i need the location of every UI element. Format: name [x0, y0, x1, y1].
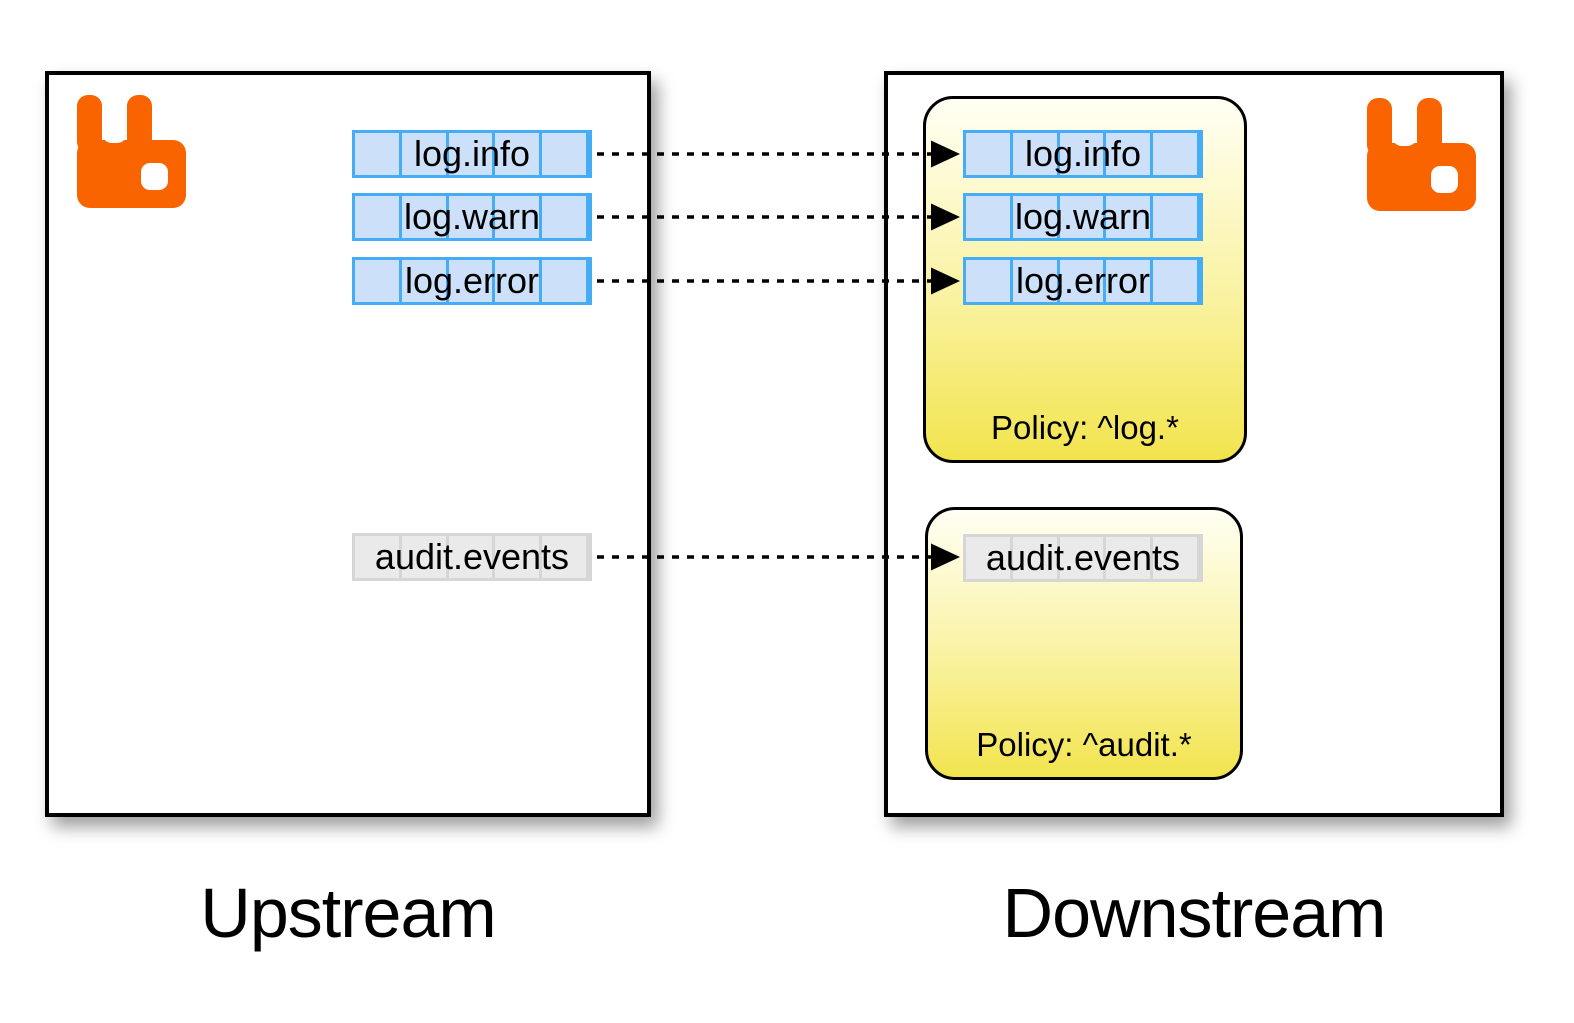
upstream-queue-log-info: log.info [352, 130, 592, 178]
queue-cell [402, 536, 449, 578]
queue-cell [542, 536, 589, 578]
queue-cell [1013, 537, 1060, 579]
policy-label: Policy: ^log.* [991, 408, 1179, 446]
queue-cell [495, 260, 543, 302]
queue-cell [966, 537, 1013, 579]
queue-cell [449, 196, 496, 238]
upstream-queue-audit-events: audit.events [352, 533, 592, 581]
queue-cell [966, 196, 1013, 238]
queue-cell [966, 260, 1013, 302]
queue-cell [1013, 133, 1060, 175]
queue-cell [449, 260, 496, 302]
queue-cell [1153, 537, 1200, 579]
broker-label-upstream: Upstream [200, 874, 496, 952]
queue-cell [1060, 196, 1107, 238]
queue-cell [1106, 133, 1154, 175]
queue-cell [355, 133, 402, 175]
broker-label-downstream: Downstream [1002, 874, 1387, 952]
queue-cell [1060, 133, 1107, 175]
queue-cell [1013, 260, 1060, 302]
rabbitmq-logo-icon [1367, 98, 1476, 211]
queue-cell [355, 260, 402, 302]
queue-cell [966, 133, 1013, 175]
queue-name-label: log.warn [403, 196, 541, 237]
downstream-broker-box: log.info log.warn log.error Policy: ^log… [884, 71, 1504, 817]
policy-label: Policy: ^audit.* [976, 725, 1192, 763]
downstream-queue-log-warn: log.warn [963, 193, 1203, 241]
queue-cell [1106, 537, 1154, 579]
upstream-broker-box: log.info log.warn log.error audit.events [45, 71, 651, 817]
queue-name-label: audit.events [985, 537, 1181, 578]
queue-cell [1153, 133, 1200, 175]
queue-cell [1106, 196, 1154, 238]
downstream-queue-log-info: log.info [963, 130, 1203, 178]
queue-name-label: audit.events [374, 536, 570, 577]
policy-group-audit: audit.events Policy: ^audit.* [925, 507, 1243, 780]
queue-name-label: log.error [404, 260, 540, 301]
queue-cell [542, 196, 589, 238]
queue-cell [355, 536, 402, 578]
queue-cell [402, 133, 449, 175]
queue-name-label: log.error [1015, 260, 1151, 301]
upstream-queue-log-warn: log.warn [352, 193, 592, 241]
queue-cell [495, 133, 543, 175]
upstream-queue-log-error: log.error [352, 257, 592, 305]
queue-cell [1060, 260, 1107, 302]
queue-cell [449, 536, 496, 578]
queue-cell [1106, 260, 1154, 302]
downstream-queue-audit-events: audit.events [963, 534, 1203, 582]
queue-cell [495, 536, 543, 578]
queue-cell [1060, 537, 1107, 579]
queue-cell [1153, 260, 1200, 302]
queue-cell [542, 133, 589, 175]
queue-cell [542, 260, 589, 302]
queue-cell [402, 260, 449, 302]
queue-cell [1153, 196, 1200, 238]
queue-cell [495, 196, 543, 238]
queue-cell [355, 196, 402, 238]
queue-cell [402, 196, 449, 238]
queue-cell [449, 133, 496, 175]
queue-name-label: log.warn [1014, 196, 1152, 237]
policy-group-log: log.info log.warn log.error Policy: ^log… [923, 96, 1247, 463]
queue-cell [1013, 196, 1060, 238]
rabbitmq-logo-icon [77, 95, 186, 208]
queue-name-label: log.info [1024, 133, 1142, 174]
queue-name-label: log.info [413, 133, 531, 174]
downstream-queue-log-error: log.error [963, 257, 1203, 305]
